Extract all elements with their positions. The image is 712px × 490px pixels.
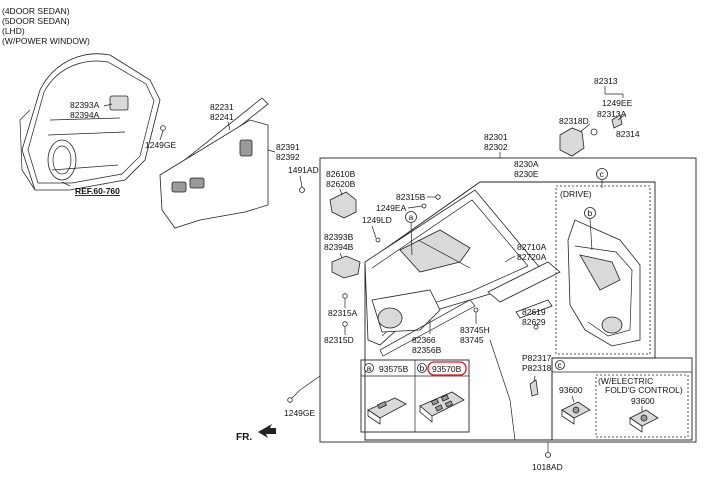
label-1249GE-top: 1249GE	[145, 140, 177, 150]
callout-b-letter: b	[420, 363, 425, 373]
callout-a-marker-main	[405, 211, 417, 223]
label-83745: 83745	[460, 335, 484, 345]
callout-c-marker-box	[555, 360, 565, 370]
callout-b-marker-box	[417, 363, 427, 373]
label-1018AD: 1018AD	[532, 462, 563, 472]
drive-label: (DRIVE)	[560, 189, 592, 199]
label-82620B: 82620B	[326, 179, 356, 189]
header-line-2: (5DOOR SEDAN)	[2, 16, 70, 26]
label-83745H: 83745H	[460, 325, 490, 335]
switch-93575B-illustration	[367, 397, 407, 425]
label-82356B: 82356B	[412, 345, 442, 355]
door-frame-illustration	[19, 53, 166, 191]
armrest-strip	[487, 261, 561, 303]
label-82720A: 82720A	[517, 252, 547, 262]
electric-label-1: (W/ELECTRIC	[598, 376, 653, 386]
label-82313A: 82313A	[597, 109, 627, 119]
label-82393B: 82393B	[324, 232, 354, 242]
part-93570B: 93570B	[432, 364, 462, 374]
callout-c-letter: c	[600, 169, 605, 179]
drive-inset-box	[555, 185, 651, 355]
label-82366: 82366	[412, 335, 436, 345]
label-82314: 82314	[616, 129, 640, 139]
mirror-bracket-part	[559, 127, 585, 157]
header-line-1: (4DOOR SEDAN)	[2, 6, 70, 16]
main-assembly-box	[319, 157, 697, 443]
label-82241: 82241	[210, 112, 234, 122]
callout-a-marker-box	[364, 363, 374, 373]
label-93600-right: 93600	[631, 396, 655, 406]
switch-93570B-illustration	[419, 391, 465, 423]
mirror-switch-illustration-left	[561, 401, 591, 425]
label-82302: 82302	[484, 142, 508, 152]
label-82619: 82619	[522, 307, 546, 317]
label-1249GE-bottom: 1249GE	[284, 408, 316, 418]
label-82393A: 82393A	[70, 100, 100, 110]
callout-b-marker-drive	[584, 207, 596, 219]
callout-b-letter-drive: b	[588, 208, 593, 218]
header-line-3: (LHD)	[2, 26, 25, 36]
label-82394B: 82394B	[324, 242, 354, 252]
drive-inset-trim	[567, 219, 641, 347]
callout-a-letter-box: a	[367, 363, 372, 373]
handle-part	[329, 191, 357, 219]
mirror-switch-illustration-right	[629, 409, 659, 433]
pull-handle-part	[331, 255, 361, 279]
part-93575B: 93575B	[379, 364, 409, 374]
label-82391: 82391	[276, 142, 300, 152]
label-P82318: P82318	[522, 363, 552, 373]
ref-label: REF.60-760	[75, 186, 120, 196]
label-1249EE: 1249EE	[602, 98, 633, 108]
label-82629: 82629	[522, 317, 546, 327]
label-82392: 82392	[276, 152, 300, 162]
label-82301: 82301	[484, 132, 508, 142]
callout-c-marker	[596, 168, 608, 180]
electric-label-2: FOLD'G CONTROL)	[605, 385, 683, 395]
label-8230A: 8230A	[514, 159, 539, 169]
label-82315A: 82315A	[328, 308, 358, 318]
highlight-ring	[427, 361, 467, 376]
label-93600-left: 93600	[559, 385, 583, 395]
front-arrow-icon	[258, 424, 276, 438]
label-8230E: 8230E	[514, 169, 539, 179]
label-1491AD: 1491AD	[288, 165, 319, 175]
label-1249LD: 1249LD	[362, 215, 392, 225]
label-82315B: 82315B	[396, 192, 426, 202]
label-82394A: 82394A	[70, 110, 100, 120]
label-82231: 82231	[210, 102, 234, 112]
label-82318D: 82318D	[559, 116, 589, 126]
electric-fold-inset	[595, 374, 689, 438]
label-82610B: 82610B	[326, 169, 356, 179]
header-line-4: (W/POWER WINDOW)	[2, 36, 90, 46]
door-trim-panel	[364, 189, 541, 357]
callout-a-letter-main: a	[409, 212, 414, 222]
callout-c-letter-box: c	[558, 360, 563, 370]
label-P82317: P82317	[522, 353, 552, 363]
label-82710A: 82710A	[517, 242, 547, 252]
fr-label: FR.	[236, 432, 252, 443]
label-82313: 82313	[594, 76, 618, 86]
label-82315D: 82315D	[324, 335, 354, 345]
header-block: (4DOOR SEDAN) (5DOOR SEDAN) (LHD) (W/POW…	[2, 6, 90, 46]
mirror-switch-box	[551, 357, 693, 441]
label-1249EA: 1249EA	[376, 203, 407, 213]
